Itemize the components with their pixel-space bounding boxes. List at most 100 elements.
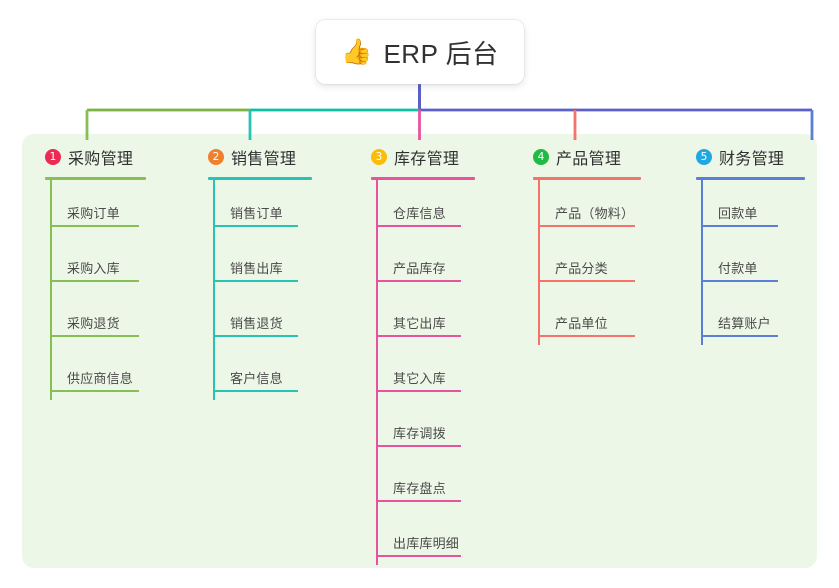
leaf-item-label: 客户信息 <box>230 371 283 386</box>
leaf-item-underline <box>702 225 778 227</box>
leaf-item-underline <box>539 335 635 337</box>
branch-underline-5 <box>696 177 805 180</box>
leaf-item-label: 产品单位 <box>555 316 608 331</box>
branch-column-2: 2 销售管理销售订单销售出库销售退货客户信息 <box>208 145 312 400</box>
leaf-item-underline <box>214 280 298 282</box>
branch-title-1: 采购管理 <box>68 151 134 168</box>
leaf-spine-2 <box>213 180 215 400</box>
leaf-item-label: 库存调拨 <box>393 426 446 441</box>
leaf-spine-4 <box>538 180 540 345</box>
branch-badge-4: 4 <box>533 149 549 165</box>
branch-column-5: 5 财务管理回款单付款单结算账户 <box>696 145 805 345</box>
leaf-item[interactable]: 付款单 <box>696 235 805 290</box>
leaf-list-2: 销售订单销售出库销售退货客户信息 <box>208 180 312 400</box>
leaf-item[interactable]: 产品分类 <box>533 235 641 290</box>
branch-title-2: 销售管理 <box>231 151 297 168</box>
leaf-item-underline <box>377 225 461 227</box>
leaf-item[interactable]: 销售退货 <box>208 290 312 345</box>
leaf-item[interactable]: 其它入库 <box>371 345 475 400</box>
root-node-content: 👍 ERP 后台 <box>341 34 498 71</box>
leaf-item[interactable]: 产品（物料） <box>533 180 641 235</box>
leaf-item-label: 销售退货 <box>230 316 283 331</box>
branch-header-3[interactable]: 3 库存管理 <box>371 145 475 169</box>
leaf-item[interactable]: 仓库信息 <box>371 180 475 235</box>
leaf-item-label: 采购订单 <box>67 206 120 221</box>
leaf-item[interactable]: 结算账户 <box>696 290 805 345</box>
diagram-panel <box>22 134 817 568</box>
leaf-list-3: 仓库信息产品库存其它出库其它入库库存调拨库存盘点出库库明细 <box>371 180 475 565</box>
leaf-item-underline <box>214 390 298 392</box>
leaf-item-label: 付款单 <box>718 261 758 276</box>
branch-column-4: 4 产品管理产品（物料） 产品分类产品单位 <box>533 145 641 345</box>
leaf-item-label: 销售订单 <box>230 206 283 221</box>
branch-header-1[interactable]: 1 采购管理 <box>45 145 146 169</box>
leaf-item-label: 回款单 <box>718 206 758 221</box>
branch-underline-4 <box>533 177 641 180</box>
branch-column-1: 1 采购管理采购订单采购入库采购退货供应商信息 <box>45 145 146 400</box>
leaf-item-underline <box>377 335 461 337</box>
branch-title-5: 财务管理 <box>719 151 785 168</box>
leaf-item[interactable]: 销售出库 <box>208 235 312 290</box>
leaf-item-underline <box>377 445 461 447</box>
branch-underline-3 <box>371 177 475 180</box>
leaf-item-label: 产品库存 <box>393 261 446 276</box>
leaf-item-label: 其它入库 <box>393 371 446 386</box>
leaf-item-underline <box>377 280 461 282</box>
leaf-item-underline <box>51 390 139 392</box>
leaf-item-underline <box>51 335 139 337</box>
root-node-title: ERP 后台 <box>383 38 499 69</box>
leaf-item-underline <box>702 335 778 337</box>
leaf-item[interactable]: 供应商信息 <box>45 345 146 400</box>
leaf-list-4: 产品（物料） 产品分类产品单位 <box>533 180 641 345</box>
leaf-item[interactable]: 产品单位 <box>533 290 641 345</box>
leaf-item-label: 库存盘点 <box>393 481 446 496</box>
leaf-item-label: 产品（物料） <box>555 206 635 221</box>
branch-badge-1: 1 <box>45 149 61 165</box>
branch-header-5[interactable]: 5 财务管理 <box>696 145 805 169</box>
leaf-item-underline <box>539 225 635 227</box>
leaf-item-label: 结算账户 <box>718 316 771 331</box>
leaf-item-label: 采购退货 <box>67 316 120 331</box>
leaf-spine-3 <box>376 180 378 565</box>
branch-badge-5: 5 <box>696 149 712 165</box>
leaf-item-underline <box>377 390 461 392</box>
leaf-item-label: 其它出库 <box>393 316 446 331</box>
leaf-item-underline <box>214 225 298 227</box>
leaf-item[interactable]: 采购入库 <box>45 235 146 290</box>
leaf-item-underline <box>377 500 461 502</box>
leaf-item-label: 采购入库 <box>67 261 120 276</box>
branch-header-4[interactable]: 4 产品管理 <box>533 145 641 169</box>
branch-title-4: 产品管理 <box>556 151 622 168</box>
leaf-item-underline <box>539 280 635 282</box>
branch-column-3: 3 库存管理仓库信息产品库存其它出库其它入库库存调拨库存盘点出库库明细 <box>371 145 475 565</box>
leaf-item[interactable]: 回款单 <box>696 180 805 235</box>
leaf-item-label: 仓库信息 <box>393 206 446 221</box>
branch-title-3: 库存管理 <box>394 151 460 168</box>
thumbs-up-icon: 👍 <box>341 37 373 66</box>
leaf-item[interactable]: 产品库存 <box>371 235 475 290</box>
leaf-item-label: 销售出库 <box>230 261 283 276</box>
leaf-list-1: 采购订单采购入库采购退货供应商信息 <box>45 180 146 400</box>
leaf-item[interactable]: 其它出库 <box>371 290 475 345</box>
leaf-item[interactable]: 客户信息 <box>208 345 312 400</box>
leaf-spine-5 <box>701 180 703 345</box>
leaf-item[interactable]: 采购退货 <box>45 290 146 345</box>
leaf-item-label: 供应商信息 <box>67 371 134 386</box>
root-node-card[interactable]: 👍 ERP 后台 <box>316 20 524 84</box>
leaf-item-underline <box>51 225 139 227</box>
leaf-item[interactable]: 出库库明细 <box>371 510 475 565</box>
branch-badge-2: 2 <box>208 149 224 165</box>
leaf-item-label: 产品分类 <box>555 261 608 276</box>
leaf-spine-1 <box>50 180 52 400</box>
branch-header-2[interactable]: 2 销售管理 <box>208 145 312 169</box>
leaf-item-label: 出库库明细 <box>393 536 460 551</box>
leaf-item[interactable]: 库存盘点 <box>371 455 475 510</box>
leaf-item[interactable]: 库存调拨 <box>371 400 475 455</box>
leaf-item-underline <box>702 280 778 282</box>
branch-badge-3: 3 <box>371 149 387 165</box>
leaf-item-underline <box>51 280 139 282</box>
leaf-item[interactable]: 采购订单 <box>45 180 146 235</box>
leaf-item-underline <box>214 335 298 337</box>
leaf-item[interactable]: 销售订单 <box>208 180 312 235</box>
